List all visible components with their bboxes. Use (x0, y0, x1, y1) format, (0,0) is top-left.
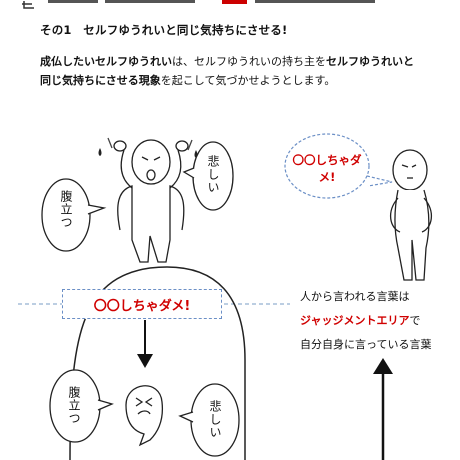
ghost-figure (125, 385, 164, 447)
section-title: その1 セルフゆうれいと同じ気持ちにさせる! (40, 23, 288, 37)
bubble-sad-bottom-text: 悲しい (208, 400, 222, 439)
bubble-angry-bottom-text: 腹立つ (67, 386, 81, 425)
explain-line-3: 自分自身に言っている言葉 (300, 338, 432, 351)
bubble-sad-top-text: 悲しい (206, 155, 220, 194)
banner-label: 〇〇しちゃダメ! (93, 298, 191, 314)
big-head-outline (69, 266, 246, 460)
intro-bold-1: 成仏したいセルフゆうれい (40, 55, 172, 68)
bubble-observer-text: 〇〇しちゃダメ! (292, 153, 362, 184)
bubble-angry-bottom (49, 369, 114, 443)
bubble-sad-bottom (178, 383, 240, 457)
intro-paragraph: 成仏したいセルフゆうれいは、セルフゆうれいの持ち主をセルフゆうれいと 同じ気持ち… (40, 52, 445, 90)
explain-line-1: 人から言われる言葉は (300, 290, 410, 303)
upset-figure (107, 137, 193, 263)
bubble-sad-top (182, 141, 234, 211)
bubble-angry-left (41, 178, 107, 252)
up-arrow (373, 358, 393, 460)
bubble-angry-left-text: 腹立つ (59, 190, 73, 229)
intro-text-2: を起こして気づかせようとします。 (160, 74, 336, 87)
explain-line-2-suffix: で (409, 314, 421, 327)
judgment-area-label: ジャッジメントエリア (300, 314, 410, 327)
intro-bold-3: 同じ気持ちにさせる現象 (40, 74, 161, 87)
intro-text-1: は、セルフゆうれいの持ち主を (172, 55, 326, 68)
explanation-text: 人から言われる言葉は ジャッジメントエリアで 自分自身に言っている言葉 (300, 285, 458, 357)
bubble-observer (284, 133, 393, 199)
observer-figure (390, 149, 432, 281)
header-fragment (22, 0, 375, 9)
down-arrow (137, 320, 153, 368)
intro-bold-2: セルフゆうれいと (326, 55, 414, 68)
explain-line-2: ジャッジメントエリアで (300, 309, 458, 333)
banner-box: 〇〇しちゃダメ! (62, 289, 222, 319)
